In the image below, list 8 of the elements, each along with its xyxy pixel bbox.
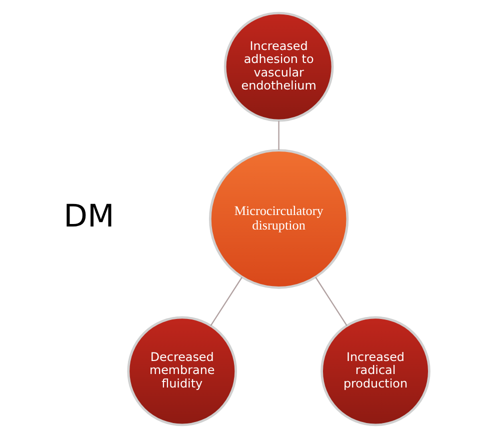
connector <box>278 120 280 150</box>
node-circle: Microcirculatory disruption <box>208 149 349 289</box>
node-circle: Increased adhesion to vascular endothelium <box>224 12 334 122</box>
node-circle: Increased radical production <box>320 316 430 426</box>
node-circle: Decreased membrane fluidity <box>127 316 238 426</box>
label: DM <box>64 198 114 235</box>
connector <box>210 276 242 326</box>
connector <box>315 276 348 326</box>
